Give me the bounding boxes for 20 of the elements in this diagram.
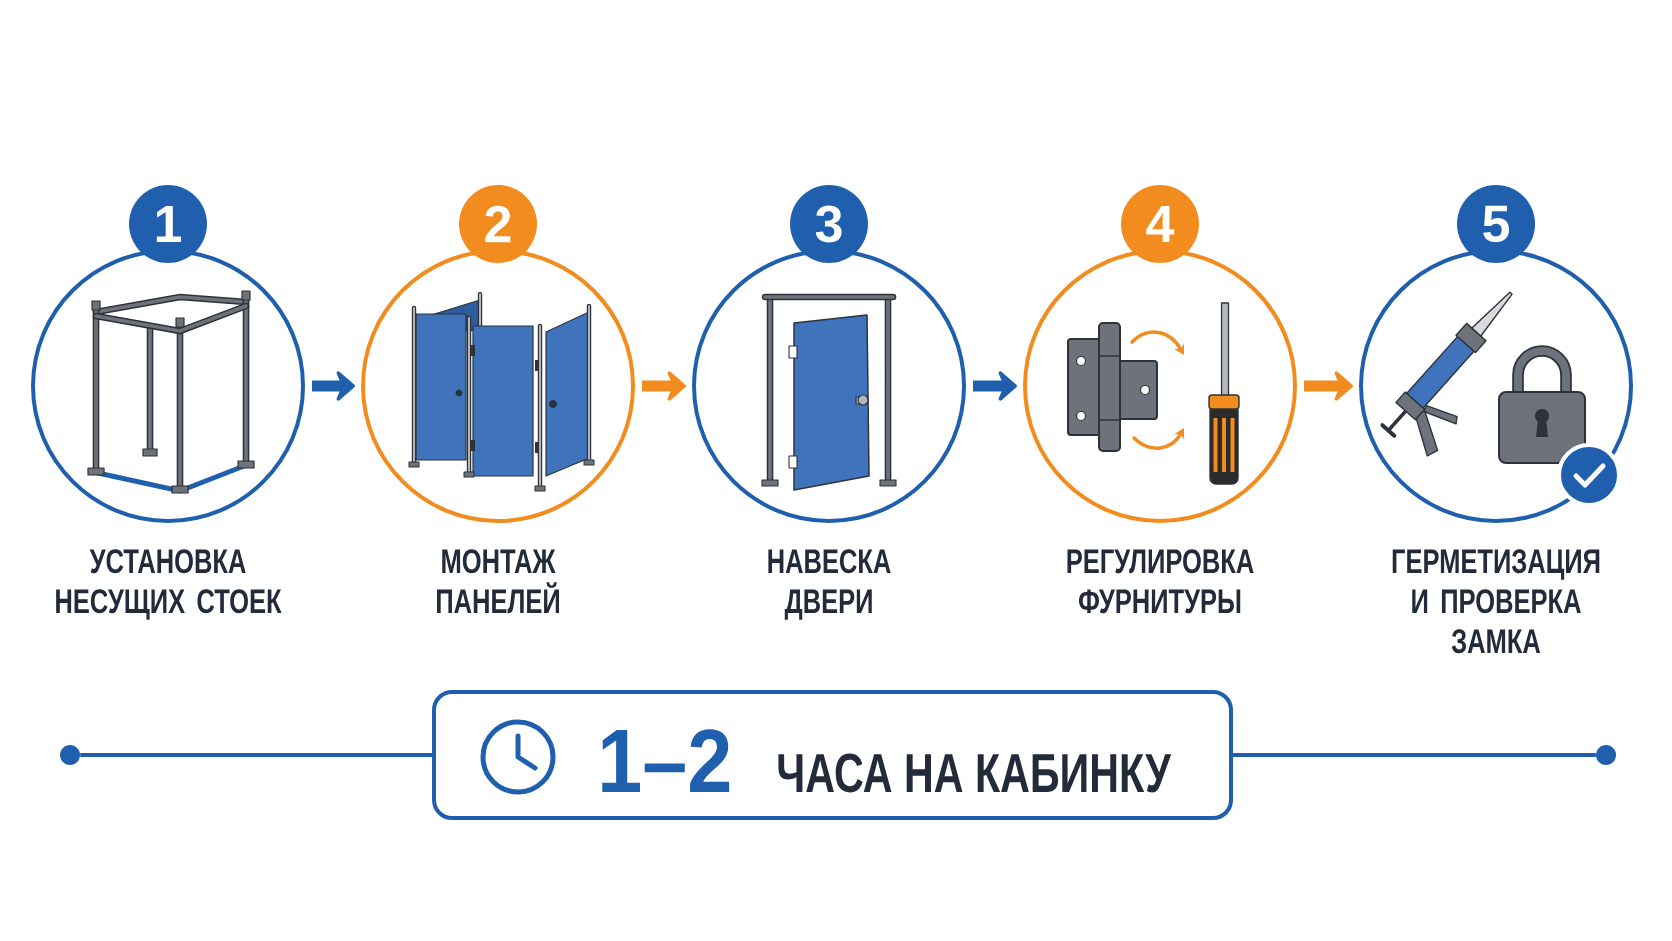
number-badge: 4 xyxy=(1121,185,1199,263)
step-label: ГЕРМЕТИЗАЦИЯ И ПРОВЕРКА ЗАМКА xyxy=(1392,549,1600,654)
number-badge: 1 xyxy=(129,185,207,263)
step-label: УСТАНОВКА НЕСУЩИХ СТОЕК xyxy=(56,549,282,620)
number-badge: 3 xyxy=(790,185,868,263)
timeline-line xyxy=(80,753,432,757)
timeline-line xyxy=(1233,753,1596,757)
timeline-dot xyxy=(60,745,80,765)
step-label: МОНТАЖ ПАНЕЛЕЙ xyxy=(437,549,559,614)
number-badge: 2 xyxy=(459,185,537,263)
arrow xyxy=(312,371,355,401)
step-label: НАВЕСКА ДВЕРИ xyxy=(768,549,891,620)
arrow xyxy=(642,371,686,401)
timeline-dot xyxy=(1596,745,1616,765)
arrow xyxy=(1304,371,1353,401)
duration-value: 1–2 xyxy=(602,729,730,792)
duration-text: ЧАСА НА КАБИНКУ xyxy=(778,753,1172,793)
number-badge: 5 xyxy=(1457,185,1535,263)
step-label: РЕГУЛИРОВКА ФУРНИТУРЫ xyxy=(1067,549,1254,614)
arrow xyxy=(973,371,1017,401)
